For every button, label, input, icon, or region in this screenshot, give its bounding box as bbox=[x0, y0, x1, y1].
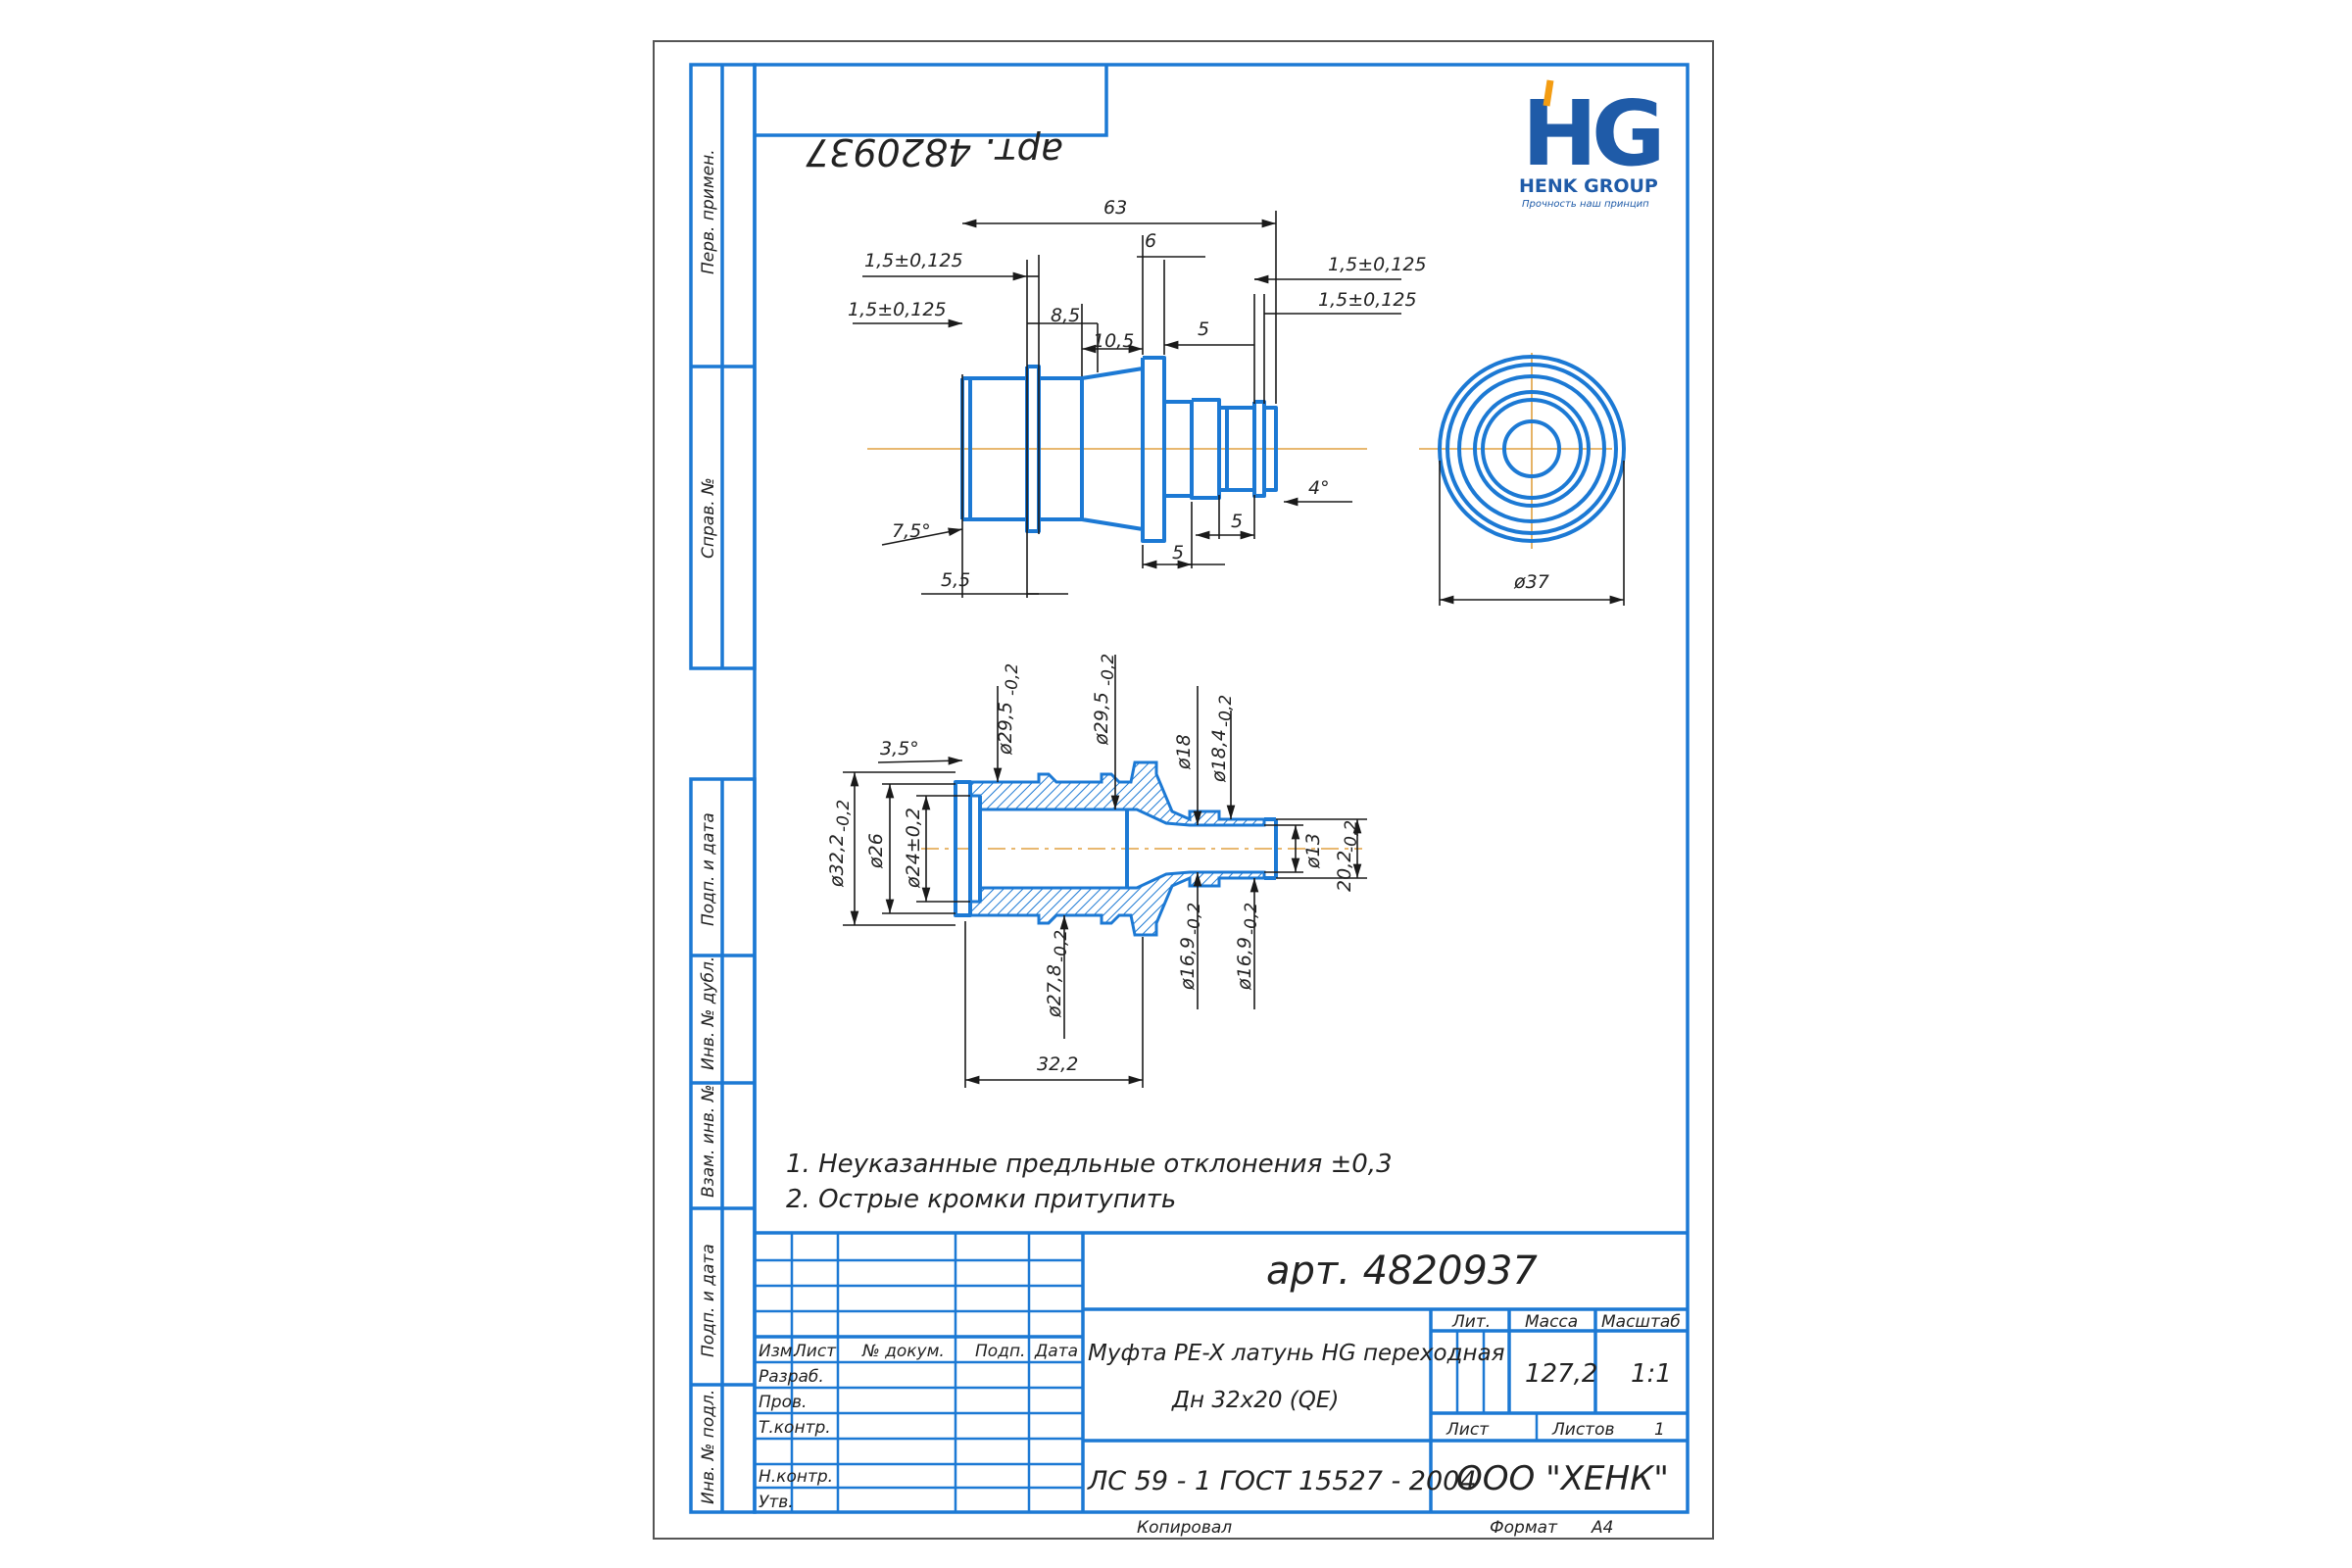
row-razrab: Разраб. bbox=[759, 1367, 824, 1387]
dim-5-a: 5 bbox=[1198, 318, 1209, 340]
article-mirrored: арт. 4820937 bbox=[806, 130, 1063, 173]
listov-value: 1 bbox=[1654, 1420, 1665, 1440]
henk-group-logo: HG HENK GROUP Прочность наш принцип bbox=[1519, 79, 1666, 210]
end-view: ø37 bbox=[1419, 353, 1626, 606]
svg-text:ø32,2: ø32,2 bbox=[826, 834, 848, 888]
logo-letters: HG bbox=[1522, 81, 1660, 186]
dim-16-9-b: ø16,9 -0,2 bbox=[1234, 903, 1261, 991]
dim-18: ø18 bbox=[1173, 734, 1195, 770]
dim-20-2: 20,2 -0,2 bbox=[1334, 820, 1361, 892]
col-podp: Подп. bbox=[975, 1342, 1025, 1361]
product-name-line1: Муфта PE-X латунь HG переходная bbox=[1088, 1341, 1505, 1366]
title-article: арт. 4820937 bbox=[1266, 1249, 1538, 1294]
dim-29-5-b: ø29,5 -0,2 bbox=[1091, 654, 1118, 746]
svg-text:20,2: 20,2 bbox=[1334, 851, 1355, 892]
dim-32-2: ø32,2 -0,2 bbox=[826, 800, 854, 888]
format-value: А4 bbox=[1591, 1518, 1613, 1538]
note-2: 2. Острые кромки притупить bbox=[786, 1185, 1176, 1214]
row-utv: Утв. bbox=[759, 1493, 794, 1512]
label-podp-data-1: Подп. и дата bbox=[699, 812, 718, 926]
dim-15-b: 1,5±0,125 bbox=[848, 299, 947, 320]
dim-8-5: 8,5 bbox=[1051, 305, 1080, 326]
title-block: арт. 4820937 Изм. Лист № докум. Подп. Да… bbox=[755, 1231, 1688, 1512]
col-data: Дата bbox=[1034, 1342, 1078, 1361]
list-label: Лист bbox=[1446, 1420, 1490, 1440]
dim-4-deg: 4° bbox=[1308, 477, 1330, 499]
product-name-line2: Дн 32х20 (QE) bbox=[1171, 1388, 1339, 1413]
svg-text:-0,2: -0,2 bbox=[1342, 820, 1361, 853]
dim-7-5-deg: 7,5° bbox=[892, 520, 931, 542]
dim-5-5: 5,5 bbox=[941, 569, 970, 591]
svg-text:ø27,8: ø27,8 bbox=[1044, 964, 1065, 1018]
section-view: 3,5° ø29,5 -0,2 ø29,5 -0,2 ø18 ø18,4 -0,… bbox=[826, 654, 1367, 1088]
dim-6: 6 bbox=[1145, 230, 1156, 252]
dim-5-c: 5 bbox=[1172, 542, 1184, 564]
listov-label: Листов bbox=[1551, 1420, 1615, 1440]
massa-label: Масса bbox=[1525, 1312, 1578, 1332]
label-perv-primen: Перв. примен. bbox=[699, 149, 718, 274]
col-list: Лист bbox=[793, 1342, 837, 1361]
dim-15-c: 1,5±0,125 bbox=[1328, 254, 1427, 275]
dim-27-8: ø27,8 -0,2 bbox=[1044, 930, 1071, 1018]
kopiroval-label: Копировал bbox=[1137, 1518, 1232, 1538]
label-inv-dubl: Инв. № дубл. bbox=[699, 956, 718, 1070]
dim-24: ø24±0,2 bbox=[903, 808, 924, 889]
format-label: Формат bbox=[1490, 1518, 1558, 1538]
dim-3-5-deg: 3,5° bbox=[880, 738, 919, 760]
col-dokum: № докум. bbox=[861, 1342, 945, 1361]
svg-text:-0,2: -0,2 bbox=[1185, 903, 1204, 935]
svg-text:ø29,5: ø29,5 bbox=[995, 702, 1016, 756]
svg-text:ø18,4: ø18,4 bbox=[1208, 729, 1230, 783]
svg-text:-0,2: -0,2 bbox=[1216, 695, 1236, 727]
footer: Копировал Формат А4 bbox=[1137, 1518, 1613, 1538]
svg-text:-0,2: -0,2 bbox=[1003, 663, 1022, 696]
row-tkontr: Т.контр. bbox=[759, 1418, 831, 1438]
dim-32-2-length: 32,2 bbox=[1037, 1054, 1078, 1075]
logo-tagline: Прочность наш принцип bbox=[1522, 199, 1649, 210]
dim-10-5: 10,5 bbox=[1093, 330, 1134, 352]
dim-13: ø13 bbox=[1302, 833, 1324, 869]
dim-63: 63 bbox=[1103, 197, 1127, 219]
drawing-frame bbox=[689, 63, 1690, 1514]
paper-border bbox=[653, 40, 1714, 1540]
dim-29-5-a: ø29,5 -0,2 bbox=[995, 663, 1022, 756]
dim-18-4: ø18,4 -0,2 bbox=[1208, 695, 1236, 783]
logo-company: HENK GROUP bbox=[1519, 175, 1658, 197]
masshtab-label: Масштаб bbox=[1601, 1312, 1681, 1332]
dim-dia-37: ø37 bbox=[1513, 571, 1549, 593]
note-1: 1. Неуказанные предльные отклонения ±0,3 bbox=[786, 1150, 1393, 1179]
technical-notes: 1. Неуказанные предльные отклонения ±0,3… bbox=[786, 1150, 1393, 1214]
label-inv-podl: Инв. № подл. bbox=[699, 1390, 718, 1504]
svg-text:ø16,9: ø16,9 bbox=[1234, 937, 1255, 991]
dim-15-d: 1,5±0,125 bbox=[1318, 289, 1417, 311]
label-vzam-inv: Взам. инв. № bbox=[699, 1085, 718, 1198]
dim-26: ø26 bbox=[865, 833, 887, 869]
svg-text:-0,2: -0,2 bbox=[834, 800, 854, 832]
dim-15-a: 1,5±0,125 bbox=[864, 250, 963, 271]
svg-text:-0,2: -0,2 bbox=[1242, 903, 1261, 935]
svg-text:-0,2: -0,2 bbox=[1099, 654, 1118, 686]
row-nkontr: Н.контр. bbox=[759, 1467, 833, 1487]
dim-16-9-a: ø16,9 -0,2 bbox=[1177, 903, 1204, 991]
row-prov: Пров. bbox=[759, 1393, 807, 1412]
masshtab-value: 1:1 bbox=[1631, 1359, 1672, 1389]
label-podp-data-2: Подп. и дата bbox=[699, 1244, 718, 1357]
massa-value: 127,2 bbox=[1525, 1359, 1597, 1389]
material: ЛС 59 - 1 ГОСТ 15527 - 2004 bbox=[1087, 1466, 1477, 1496]
company-name: ООО "ХЕНК" bbox=[1456, 1459, 1669, 1498]
dim-5-b: 5 bbox=[1231, 511, 1243, 532]
svg-text:ø16,9: ø16,9 bbox=[1177, 937, 1199, 991]
side-labels: Перв. примен. Справ. № Подп. и дата Инв.… bbox=[699, 149, 718, 1504]
side-view: 63 6 1,5±0,125 1,5±0,125 1,5±0,125 1,5±0… bbox=[848, 197, 1427, 598]
svg-text:-0,2: -0,2 bbox=[1052, 930, 1071, 962]
label-sprav-no: Справ. № bbox=[699, 477, 718, 559]
col-izm: Изм. bbox=[759, 1342, 798, 1361]
svg-text:ø29,5: ø29,5 bbox=[1091, 692, 1112, 746]
lit-label: Лит. bbox=[1451, 1312, 1491, 1332]
